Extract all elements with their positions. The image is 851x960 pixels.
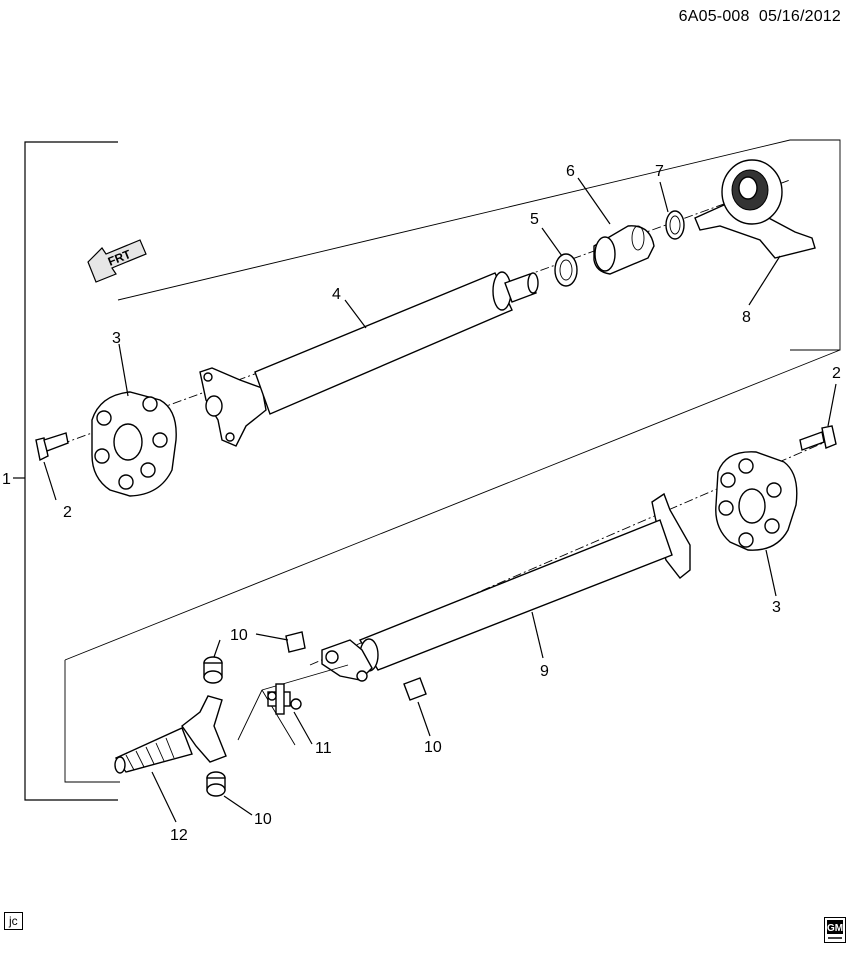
bearing-cap-bottom	[206, 771, 226, 797]
leader-lines	[43, 177, 837, 823]
bearing-cap-mid	[203, 656, 223, 684]
callout-1: 1	[2, 471, 11, 488]
callout-8: 8	[742, 309, 751, 326]
gm-logo: GM	[824, 917, 846, 943]
center-support-bearing	[694, 159, 816, 259]
assembly-bracket	[13, 141, 118, 801]
callout-11: 11	[315, 740, 332, 757]
callout-2-right: 2	[832, 365, 841, 382]
assembly-outline	[64, 139, 841, 783]
callout-3-right: 3	[772, 599, 781, 616]
splined-slip-yoke	[114, 695, 227, 774]
callout-7: 7	[655, 163, 664, 180]
callout-10-top: 10	[230, 627, 248, 644]
snap-ring-5	[554, 253, 578, 287]
bolt-right	[799, 425, 837, 451]
center-bearing-boot	[593, 225, 655, 275]
callout-12: 12	[170, 827, 188, 844]
gm-logo-text: GM	[827, 923, 843, 934]
callout-3-upper: 3	[112, 330, 121, 347]
diagram-date: 05/16/2012	[758, 8, 841, 25]
bolt-upper	[35, 432, 69, 462]
front-shaft-flange	[199, 367, 267, 447]
artist-initials-box: jc	[4, 912, 23, 930]
flex-coupling-right	[715, 451, 798, 551]
rear-shaft-yoke	[321, 639, 373, 682]
front-propeller-shaft	[254, 271, 539, 415]
callout-9: 9	[540, 663, 549, 680]
callout-5: 5	[530, 211, 539, 228]
rear-propeller-shaft	[358, 492, 691, 672]
callout-6: 6	[566, 163, 575, 180]
universal-joint-cross	[237, 664, 349, 746]
callout-10-right: 10	[424, 739, 442, 756]
callout-10-bottom: 10	[254, 811, 272, 828]
callout-2-left: 2	[63, 504, 72, 521]
bearing-cap-top	[285, 631, 306, 653]
flex-coupling-upper	[91, 391, 177, 497]
diagram-id: 6A05-008	[678, 8, 750, 25]
diagram-code: 6A05-008 05/16/2012	[679, 8, 841, 26]
front-direction-arrow: FRT	[87, 239, 147, 283]
callout-4: 4	[332, 286, 341, 303]
snap-ring-7	[665, 210, 685, 240]
bearing-cap-right	[403, 677, 427, 701]
